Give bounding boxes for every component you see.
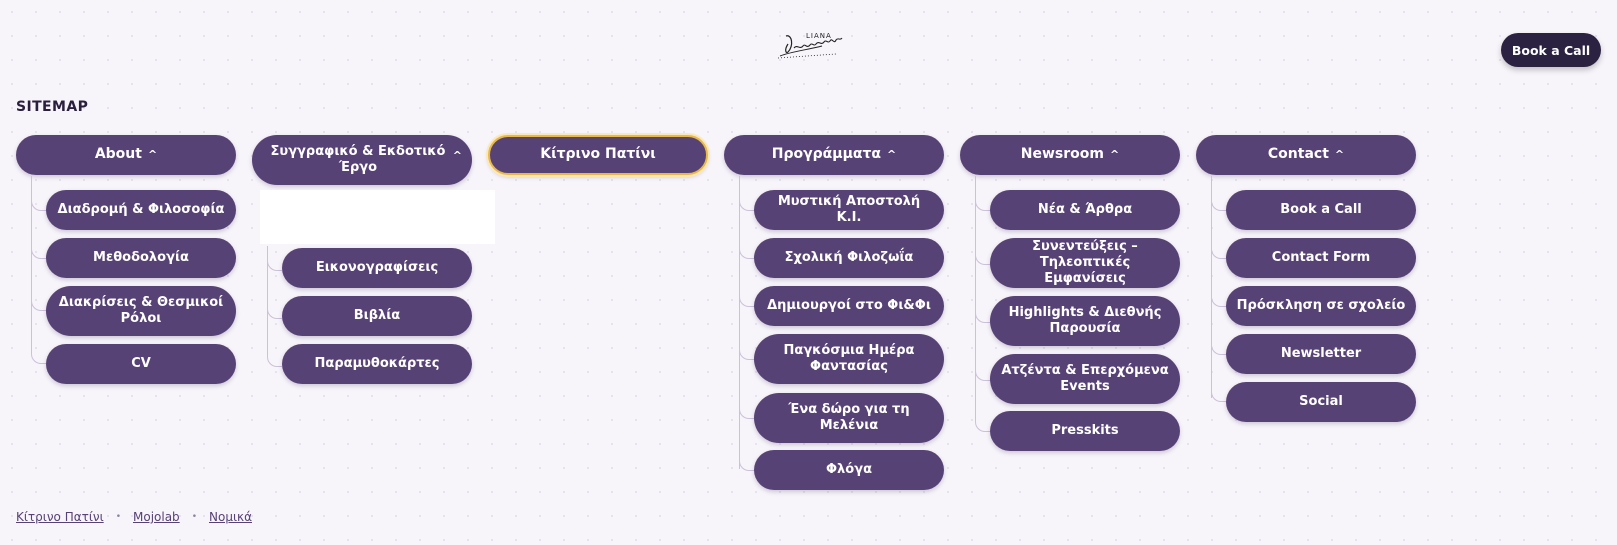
- tree-branch: [31, 198, 46, 211]
- chevron-up-icon: ^: [887, 148, 897, 162]
- chevron-up-icon: ^: [452, 149, 462, 162]
- sitemap-link[interactable]: Βιβλία: [282, 296, 472, 336]
- sitemap-link[interactable]: Φλόγα: [754, 450, 944, 490]
- tree-branch: [1211, 246, 1226, 259]
- sitemap-link[interactable]: Δημιουργοί στο Φι&Φι: [754, 286, 944, 326]
- sitemap-link[interactable]: Social: [1226, 382, 1416, 422]
- tree-branch: [31, 298, 46, 311]
- sitemap-link[interactable]: Διαδρομή & Φιλοσοφία: [46, 190, 236, 230]
- tree-branch: [31, 351, 46, 364]
- sitemap-link[interactable]: Πρόσκληση σε σχολείο: [1226, 286, 1416, 326]
- tree-branch: [739, 246, 754, 259]
- sitemap-link[interactable]: Highlights & Διεθνής Παρουσία: [990, 296, 1180, 346]
- sitemap-link[interactable]: Ένα δώρο για τη Μελένια: [754, 393, 944, 443]
- sitemap-title: SITEMAP: [16, 99, 89, 115]
- newsroom-label: Newsroom: [1020, 146, 1104, 163]
- contact-menu-button[interactable]: Contact ^: [1196, 135, 1416, 175]
- sitemap-link[interactable]: Μεθοδολογία: [46, 238, 236, 278]
- sitemap-link[interactable]: Νέα & Άρθρα: [990, 190, 1180, 230]
- sitemap-link[interactable]: Διακρίσεις & Θεσμικοί Ρόλοι: [46, 286, 236, 336]
- tree-branch: [267, 354, 282, 367]
- footer: Κίτρινο Πατίνι • Mojolab • Νομικά: [16, 510, 252, 524]
- kitrino-patini-button[interactable]: Κίτρινο Πατίνι: [488, 135, 708, 175]
- tree-branch: [975, 252, 990, 265]
- sitemap-link[interactable]: Συνεντεύξεις – Τηλεοπτικές Εμφανίσεις: [990, 238, 1180, 288]
- tree-branch: [739, 294, 754, 307]
- footer-separator: •: [191, 512, 197, 522]
- sitemap-link[interactable]: Σχολική Φιλοζωΐα: [754, 238, 944, 278]
- writing-label: Συγγραφικό & Εκδοτικό Έργο: [270, 143, 446, 175]
- tree-branch: [267, 258, 282, 271]
- footer-link-legal[interactable]: Νομικά: [209, 510, 252, 524]
- newsroom-menu-button[interactable]: Newsroom ^: [960, 135, 1180, 175]
- writing-menu-button[interactable]: Συγγραφικό & Εκδοτικό Έργο ^: [252, 135, 472, 185]
- logo-signature-icon: LIANA: [777, 32, 843, 59]
- tree-branch: [267, 306, 282, 319]
- tree-branch: [975, 368, 990, 381]
- sitemap-link[interactable]: Presskits: [990, 411, 1180, 451]
- tree-branch: [975, 198, 990, 211]
- tree-branch: [739, 458, 754, 471]
- sitemap-link[interactable]: Ατζέντα & Επερχόμενα Events: [990, 354, 1180, 404]
- tree-branch: [975, 419, 990, 432]
- chevron-up-icon: ^: [147, 148, 158, 162]
- sitemap-link[interactable]: Παραμυθοκάρτες: [282, 344, 472, 384]
- tree-branch: [739, 347, 754, 360]
- tree-line: [739, 176, 740, 469]
- contact-label: Contact: [1267, 146, 1329, 163]
- about-label: About: [94, 146, 142, 163]
- sitemap-link[interactable]: Contact Form: [1226, 238, 1416, 278]
- sitemap-link[interactable]: Εικονογραφίσεις: [282, 248, 472, 288]
- footer-separator: •: [115, 512, 121, 522]
- tree-line: [1211, 176, 1212, 398]
- sitemap-link[interactable]: CV: [46, 344, 236, 384]
- footer-link-kitrino-patini[interactable]: Κίτρινο Πατίνι: [16, 510, 104, 524]
- blank-panel: [260, 190, 495, 244]
- tree-branch: [739, 198, 754, 211]
- sitemap-link[interactable]: Μυστική Αποστολή Κ.Ι.: [754, 190, 944, 230]
- svg-text:LIANA: LIANA: [806, 32, 832, 40]
- logo[interactable]: LIANA: [776, 24, 856, 64]
- tree-branch: [739, 406, 754, 419]
- tree-line: [31, 176, 32, 351]
- sitemap-link[interactable]: Newsletter: [1226, 334, 1416, 374]
- sitemap-link[interactable]: Παγκόσμια Ημέρα Φαντασίας: [754, 334, 944, 384]
- about-menu-button[interactable]: About ^: [16, 135, 236, 175]
- footer-link-mojolab[interactable]: Mojolab: [133, 510, 180, 524]
- sitemap-link[interactable]: Book a Call: [1226, 190, 1416, 230]
- tree-branch: [975, 310, 990, 323]
- tree-branch: [31, 246, 46, 259]
- tree-line: [975, 176, 976, 419]
- chevron-up-icon: ^: [1334, 148, 1345, 162]
- chevron-up-icon: ^: [1110, 148, 1120, 162]
- tree-branch: [1211, 389, 1226, 402]
- book-call-button[interactable]: Book a Call: [1501, 33, 1601, 67]
- programs-label: Προγράμματα: [771, 146, 882, 163]
- tree-branch: [1211, 342, 1226, 355]
- tree-line: [267, 246, 268, 354]
- tree-branch: [1211, 198, 1226, 211]
- tree-branch: [1211, 294, 1226, 307]
- programs-menu-button[interactable]: Προγράμματα ^: [724, 135, 944, 175]
